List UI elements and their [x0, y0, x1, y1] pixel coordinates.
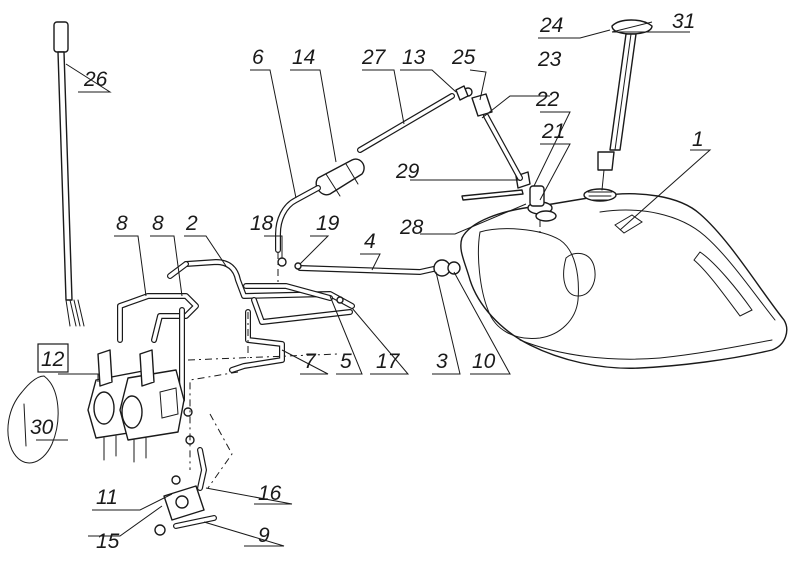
callout-8b: 8 [152, 212, 164, 235]
callout-8a: 8 [116, 212, 128, 235]
callout-11: 11 [96, 486, 118, 509]
callout-4: 4 [364, 230, 376, 253]
throttle-cable [53, 21, 85, 327]
upper-fuel-line [455, 85, 523, 181]
callout-13: 13 [402, 46, 426, 69]
callout-17: 17 [376, 350, 401, 373]
jet-detail-bubble [7, 375, 59, 464]
callout-6: 6 [252, 46, 264, 69]
callout-10: 10 [472, 350, 496, 373]
callout-3: 3 [436, 350, 448, 373]
callout-7: 7 [304, 350, 317, 373]
callout-24: 24 [539, 14, 563, 37]
callout-19: 19 [316, 212, 340, 235]
fuel-tap [461, 171, 557, 222]
callout-29: 29 [395, 160, 420, 183]
callout-16: 16 [258, 482, 282, 505]
callout-5: 5 [340, 350, 352, 373]
callout-23: 23 [537, 48, 562, 71]
callout-31: 31 [672, 10, 695, 33]
callout-27: 27 [361, 46, 387, 69]
callout-25: 25 [451, 46, 476, 69]
callout-15: 15 [96, 530, 120, 553]
fuel-tank [460, 188, 788, 369]
callout-30: 30 [30, 416, 54, 439]
callout-1: 1 [692, 128, 704, 151]
callout-12-box [37, 343, 69, 373]
fuel-level-sender [597, 19, 653, 191]
callout-2: 2 [185, 212, 198, 235]
callout-22: 22 [535, 88, 560, 111]
callout-21: 21 [541, 120, 565, 143]
vent-hoses [117, 261, 199, 403]
carburetor-assembly [87, 349, 185, 463]
callout-18: 18 [250, 212, 274, 235]
callout-28: 28 [399, 216, 424, 239]
fuel-pump [154, 407, 217, 536]
assembly-center-lines [187, 220, 541, 489]
callout-labels: 1 2 3 4 5 6 7 8 8 9 10 11 12 13 14 15 16… [30, 10, 704, 553]
callout-12: 12 [41, 348, 65, 371]
callout-26: 26 [83, 68, 108, 91]
callout-14: 14 [292, 46, 315, 69]
callout-9: 9 [258, 524, 270, 547]
leader-lines [36, 21, 712, 547]
fuel-line-network [183, 257, 461, 373]
filter-hose-assembly [275, 93, 455, 253]
